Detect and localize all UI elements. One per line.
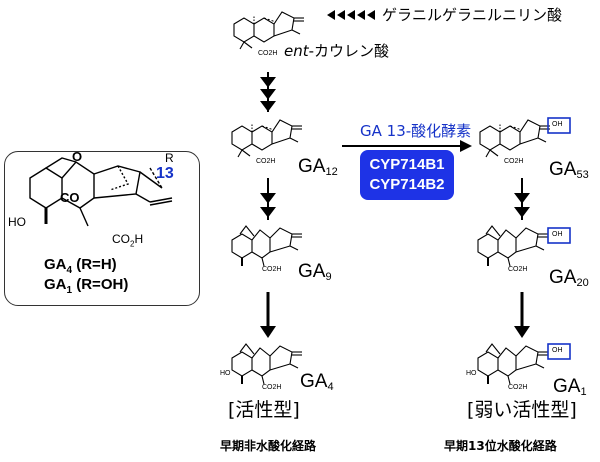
ga1-name: GA1 [553,376,587,398]
ga1-caption: GA1 (R=OH) [44,276,129,296]
ga4-caption: GA4 (R=H) [44,256,117,276]
oh-label-ga20: OH [552,231,563,238]
ga9-structure [231,225,303,267]
kaurenoic-italic: ent [284,42,309,60]
ga4-structure [231,343,303,385]
ga12-name: GA12 [298,156,338,178]
arrow-ga20-to-ga1 [514,292,530,338]
position-13-label: 13 [156,165,174,182]
oh-highlight-ga1 [547,343,571,360]
ga12-structure [231,119,303,158]
non-hydroxylation-pathway-label: 早期非水酸化経路 [220,439,317,453]
ga4-ga1-large-structure [29,157,173,227]
ga4-ga1-structure-box [4,151,200,306]
gene-cyp714b1: CYP714B1 [369,156,445,173]
arrow-ga53-to-ga20 [514,178,530,220]
arrow-ga9-to-ga4 [260,292,276,338]
ho-label: HO [8,215,26,229]
oh-highlight-ga20 [547,227,571,244]
weakly-active-label: [弱い活性型] [467,399,577,421]
ga20-structure [477,225,549,267]
co2h-label-ga53: CO2H [504,158,524,165]
ggpp-label: ゲラニルゲラニルニリン酸 [382,6,563,24]
active-label: [活性型] [228,399,300,421]
enzyme-label: GA 13-酸化酵素 [360,122,472,140]
co2h-label-ga1: CO2H [508,384,528,391]
lactone-oxygen-label: O [72,149,83,164]
kaurenoic-rest: -カウレン酸 [308,42,390,60]
ga9-name: GA9 [298,261,332,283]
ga4-name: GA4 [300,371,334,393]
precursor-arrows [327,10,375,20]
arrow-ga12-to-ga9 [260,178,276,220]
gene-box: CYP714B1 CYP714B2 [360,150,454,200]
ga53-name: GA53 [549,159,589,181]
r-label: R [165,151,174,165]
ho-label-ga4: HO [220,370,231,377]
co2h-label: CO2H [112,232,144,249]
lactone-carbonyl-label: CO [60,190,80,205]
ga53-structure [479,119,551,158]
gene-cyp714b2: CYP714B2 [369,176,445,193]
oh-highlight-ga53 [547,117,571,134]
co2h-label-ga9: CO2H [262,266,282,273]
co2h-label-ga4: CO2H [262,384,282,391]
oh-label-ga1: OH [552,347,563,354]
ga20-name: GA20 [549,267,589,289]
co2h-label-ga20: CO2H [508,266,528,273]
kaurenoic-label: ent-カウレン酸 [284,44,389,59]
co2h-label-kaurenoic: CO2H [258,50,278,57]
ga1-structure [477,343,549,385]
co2h-label-ga12: CO2H [256,158,276,165]
ho-label-ga1: HO [466,370,477,377]
arrow-ga12-to-ga53 [342,140,472,152]
oh-label-ga53: OH [552,121,563,128]
arrow-kaurenoic-to-ga12 [260,72,276,112]
13-hydroxylation-pathway-label: 早期13位水酸化経路 [444,439,557,453]
